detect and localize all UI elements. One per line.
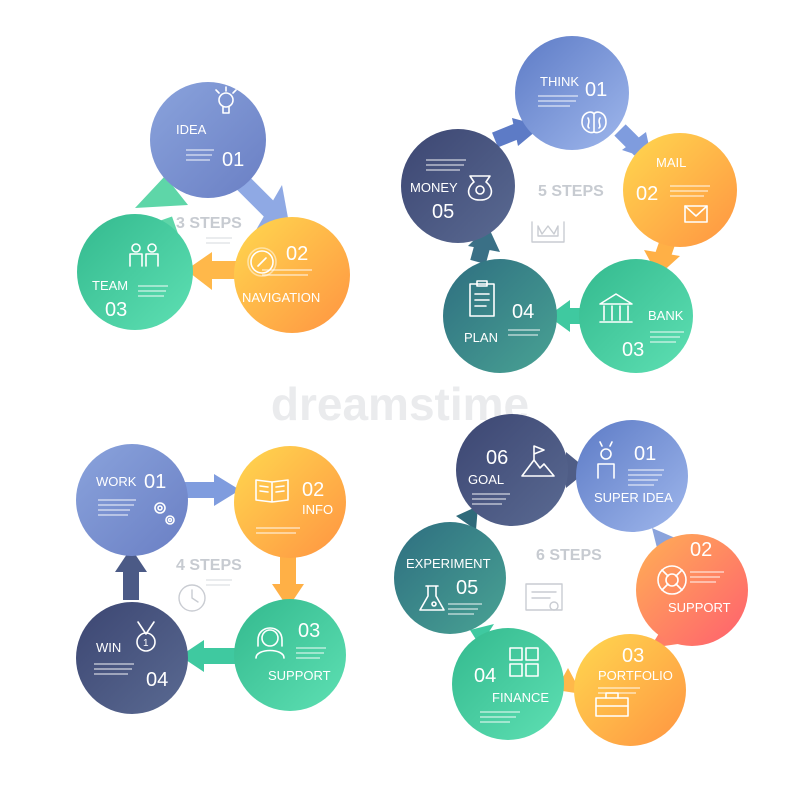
step-label: EXPERIMENT (406, 556, 491, 571)
certificate-icon (525, 583, 563, 611)
step-label: IDEA (176, 122, 207, 137)
bank-icon (599, 293, 633, 323)
step-label: WIN (96, 640, 121, 655)
arrow-head (214, 474, 240, 506)
arrow-team-to-idea (135, 176, 188, 208)
step-circle-think (515, 36, 629, 150)
clock-icon (178, 584, 206, 612)
headset-icon (255, 627, 285, 659)
step-circle-idea (150, 82, 266, 198)
step-label: SUPPORT (268, 668, 331, 683)
book-icon (255, 479, 289, 503)
step-circle-mail (623, 133, 737, 247)
idea-person-icon (597, 441, 615, 479)
step-circle-win (76, 602, 188, 714)
step-circle-team (77, 214, 193, 330)
step-number: 03 (105, 299, 127, 321)
step-label: NAVIGATION (242, 290, 320, 305)
step-number: 01 (222, 149, 244, 171)
step-circle-portfolio (574, 634, 686, 746)
currency-icon (509, 647, 539, 677)
arrow-head (644, 250, 680, 276)
step-circle-finance (452, 628, 564, 740)
step-label: FINANCE (492, 690, 549, 705)
diagram-4-steps: WORK 01 INFO 02 SUPPORT 03 WIN 04 4 STEP… (76, 444, 346, 714)
step-circle-bank (579, 259, 693, 373)
step-label: MAIL (656, 155, 686, 170)
people-icon (129, 243, 159, 267)
step-number: 02 (286, 243, 308, 265)
lifebuoy-icon (657, 565, 687, 595)
arrow-head (272, 584, 304, 608)
step-number: 03 (622, 339, 644, 361)
step-number: 03 (298, 620, 320, 642)
step-number: 04 (512, 301, 534, 323)
arrow-head (115, 548, 147, 572)
step-number: 04 (146, 669, 168, 691)
diagram-5-steps: THINK 01 MAIL 02 BANK 03 PLAN 04 MONEY 0… (401, 36, 737, 373)
diagram-title: 6 STEPS (536, 547, 602, 564)
step-label: GOAL (468, 472, 504, 487)
step-number: 02 (636, 183, 658, 205)
step-label: THINK (540, 74, 579, 89)
step-circle-money (401, 129, 515, 243)
step-number: 06 (486, 447, 508, 469)
arrow-head (180, 640, 204, 672)
step-number: 02 (302, 479, 324, 501)
bubble-tail (456, 506, 478, 530)
description-lines (426, 95, 710, 343)
step-circle-info (234, 446, 346, 558)
step-circle-plan (443, 259, 557, 373)
diagram-6-steps: SUPER IDEA 01 SUPPORT 02 PORTFOLIO 03 FI… (394, 414, 748, 746)
arrow-head (468, 226, 500, 252)
diagram-title: 3 STEPS (176, 215, 242, 232)
medal-icon: 1 (136, 621, 156, 652)
diagram-title: 4 STEPS (176, 557, 242, 574)
lightbulb-icon (215, 86, 237, 114)
step-label: SUPER IDEA (594, 490, 673, 505)
step-label: PLAN (464, 330, 498, 345)
step-number: 01 (585, 79, 607, 101)
step-label: WORK (96, 474, 137, 489)
step-number: 01 (144, 471, 166, 493)
step-number: 04 (474, 665, 496, 687)
diagram-3-steps: IDEA 01 NAVIGATION 02 TEAM 03 3 STEPS (77, 82, 350, 333)
arrow-idea-to-nav-shaft (233, 173, 279, 219)
step-label: SUPPORT (668, 600, 731, 615)
step-number: 05 (432, 201, 454, 223)
clipboard-icon (469, 280, 495, 317)
description-lines (448, 469, 724, 723)
description-lines (138, 149, 312, 297)
step-circle-goal (456, 414, 568, 526)
step-circle-super-idea (576, 420, 688, 532)
step-label: INFO (302, 502, 333, 517)
step-number: 05 (456, 577, 478, 599)
crown-certificate-icon (531, 221, 565, 243)
diagram-title: 5 STEPS (538, 183, 604, 200)
step-number: 02 (690, 539, 712, 561)
mountain-flag-icon (521, 445, 555, 477)
arrow-nav-to-team (186, 252, 212, 290)
svg-text:1: 1 (143, 638, 149, 649)
step-number: 03 (622, 645, 644, 667)
step-label: TEAM (92, 278, 128, 293)
brain-icon (581, 111, 607, 134)
step-circle-support (636, 534, 748, 646)
money-bag-icon (467, 175, 493, 201)
step-label: PORTFOLIO (598, 668, 673, 683)
gears-icon (154, 502, 175, 525)
compass-icon (247, 247, 277, 277)
step-circle-experiment (394, 522, 506, 634)
step-circle-support (234, 599, 346, 711)
step-label: BANK (648, 308, 684, 323)
step-label: MONEY (410, 180, 458, 195)
flask-icon (419, 585, 445, 611)
step-number: 01 (634, 443, 656, 465)
mail-icon (684, 205, 708, 223)
description-lines (94, 499, 326, 675)
arrow-head (548, 300, 570, 332)
